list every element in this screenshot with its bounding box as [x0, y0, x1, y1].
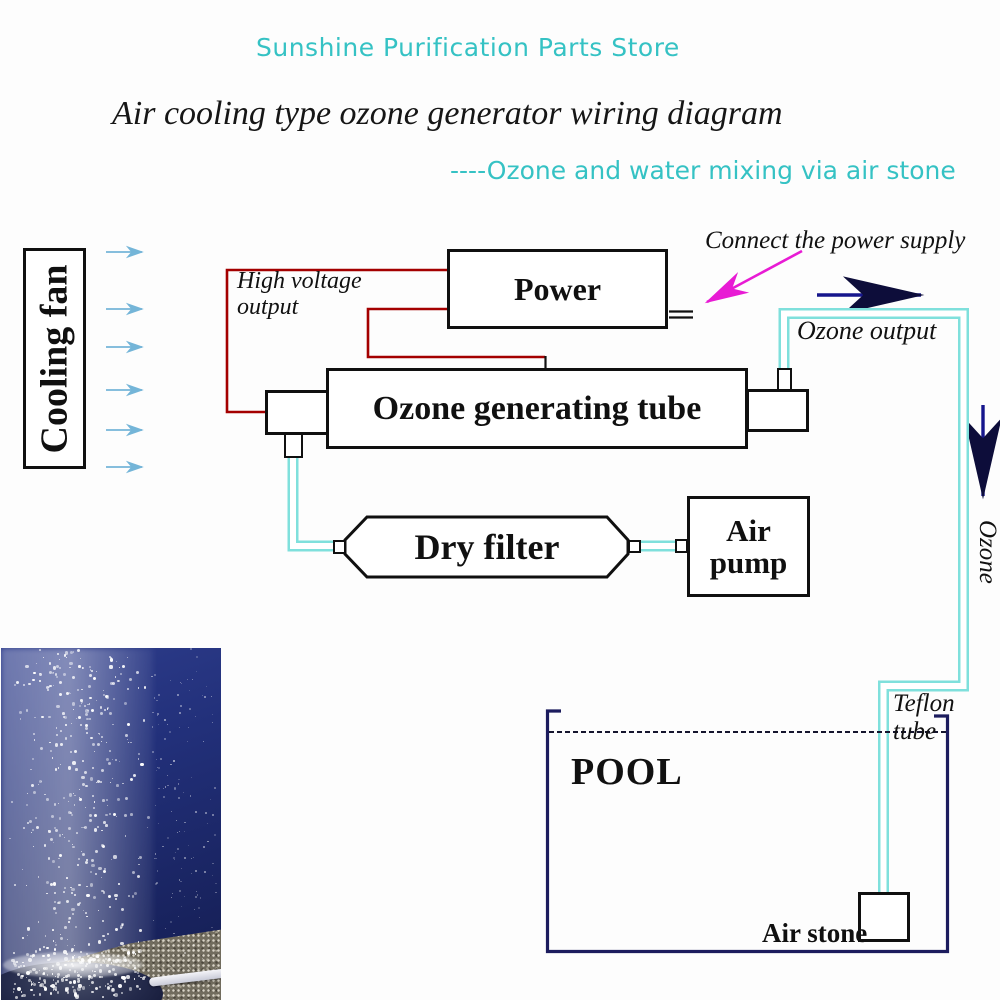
page-subtitle: ----Ozone and water mixing via air stone [450, 156, 956, 185]
air-pump-label: Air pump [709, 512, 788, 580]
ozone-tube-left-connector [265, 390, 329, 435]
bubble-column-glow [1, 648, 153, 1000]
fan-airflow-arrows [106, 245, 144, 474]
bubbles [1, 648, 221, 1000]
store-name: Sunshine Purification Parts Store [256, 33, 680, 62]
cooling-fan-box: Cooling fan [23, 248, 86, 469]
ozone-generating-tube-label: Ozone generating tube [372, 389, 702, 427]
pool-label: POOL [571, 751, 683, 793]
teflon-tube-label: Teflon tube [893, 690, 955, 745]
power-supply-arrow [704, 249, 803, 304]
air-stone-label: Air stone [762, 918, 868, 948]
dry-filter-label: Dry filter [414, 527, 560, 567]
ozone-tube-left-stub [284, 433, 303, 458]
cooling-fan-label: Cooling fan [33, 264, 76, 453]
dry-filter-label-wrap: Dry filter [367, 517, 607, 577]
high-voltage-output-label: High voltage output [237, 268, 362, 321]
teflon-tube-line [778, 308, 969, 894]
connect-power-supply-label: Connect the power supply [705, 227, 966, 254]
ozone-output-connector [746, 389, 809, 432]
air-stone-photo [1, 648, 221, 1000]
air-pump-box: Air pump [687, 496, 810, 597]
power-label: Power [513, 270, 602, 307]
ozone-output-stub [777, 368, 792, 391]
ozone-generating-tube-box: Ozone generating tube [326, 368, 748, 449]
power-terminal-icon [669, 310, 693, 319]
dry-filter-right-nozzle [628, 540, 641, 553]
power-box: Power [447, 249, 668, 329]
ozone-output-label: Ozone output [797, 316, 937, 345]
ozone-flow-label: Ozone [974, 520, 1000, 584]
page-title: Air cooling type ozone generator wiring … [112, 95, 783, 132]
dry-filter-left-nozzle [333, 540, 346, 554]
